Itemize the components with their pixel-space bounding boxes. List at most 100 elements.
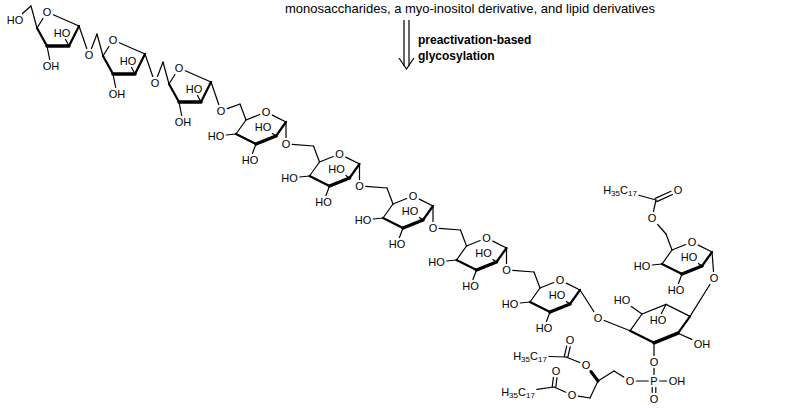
bond [66, 40, 70, 47]
bond [590, 381, 598, 398]
atom-label: OH [109, 89, 126, 100]
bond [660, 380, 667, 381]
bond [662, 250, 672, 264]
atom-label: HO [328, 164, 345, 175]
bond [198, 96, 202, 103]
atom-label: H35C17 [513, 351, 547, 362]
wedge-bond [103, 56, 113, 74]
atom-label: OH [43, 61, 60, 72]
bond [534, 272, 540, 288]
atom-label: O [151, 78, 160, 89]
wedge-bond [403, 220, 423, 228]
wedge-bond [169, 84, 179, 102]
atom-label: O [650, 357, 659, 368]
atom-label: OH [694, 339, 711, 350]
wedge-bond [702, 252, 712, 266]
atom-label: O [109, 35, 118, 46]
bond [546, 312, 550, 322]
atom-label: O [650, 394, 659, 405]
bond [97, 34, 103, 56]
atom-label: O [429, 223, 438, 234]
wedge-bond [310, 176, 330, 186]
wedge-bond [497, 248, 507, 262]
double-bond [556, 378, 557, 388]
bond [320, 157, 334, 162]
arrow-head [399, 58, 414, 69]
bond [145, 54, 153, 77]
bond [698, 245, 712, 252]
bond [672, 245, 686, 250]
reaction-condition: preactivation-based glycosylation [418, 32, 568, 64]
bond [399, 228, 403, 238]
atom-label: HO [255, 122, 272, 133]
atom-label: O [566, 335, 575, 346]
arrow-shaft [408, 20, 409, 66]
bond [157, 62, 163, 77]
bond [292, 144, 313, 146]
atom-label: HO [242, 155, 259, 166]
bond [272, 115, 286, 122]
bond [580, 290, 594, 312]
heading: monosaccharides, a myo-inositol derivati… [250, 2, 690, 15]
atom-label: HO [7, 15, 24, 26]
reaction-arrow [399, 20, 414, 69]
atom-label: O [648, 213, 657, 224]
atom-label: HO [614, 295, 631, 306]
bond [678, 274, 682, 284]
wedge-bond [69, 26, 79, 46]
bond [300, 175, 310, 177]
bond [373, 217, 383, 219]
bond [132, 68, 136, 75]
atom-label: HO [428, 257, 445, 268]
atom-label: O [582, 360, 591, 371]
atom-label: O [85, 50, 94, 61]
wedge-bond [179, 100, 201, 104]
bond [712, 252, 714, 272]
double-bond [552, 377, 553, 387]
atom-label: O [217, 106, 226, 117]
bond [383, 204, 393, 218]
atom-label: HO [186, 84, 203, 95]
bond [359, 164, 360, 180]
atom-label: O [710, 273, 719, 284]
bond [530, 288, 540, 302]
atom-label: O [568, 390, 577, 401]
wedge-bond [530, 302, 550, 312]
bond [387, 188, 393, 204]
bond [252, 144, 256, 154]
bond [103, 47, 109, 57]
wedge-bond [383, 218, 403, 228]
bond [31, 6, 37, 28]
atom-label: O [626, 376, 635, 387]
wedge-bond [236, 134, 256, 144]
atom-label: HO [634, 261, 651, 272]
bond [432, 206, 433, 222]
bond [652, 263, 662, 265]
bond [520, 301, 530, 303]
bond [537, 387, 554, 389]
wedge-bond [276, 122, 286, 136]
bond [578, 396, 590, 398]
bond [549, 356, 566, 358]
bond [169, 75, 175, 85]
bond [91, 34, 97, 49]
wedge-bond [662, 264, 682, 274]
bond [419, 199, 433, 206]
bond [614, 371, 624, 377]
bond [566, 302, 570, 305]
atom-label: HO [281, 173, 298, 184]
bond [53, 15, 79, 26]
bond [211, 82, 219, 105]
atom-label: O [355, 181, 364, 192]
bond [163, 62, 169, 84]
atom-label: O [262, 107, 271, 118]
bond [653, 200, 656, 212]
bond [246, 115, 260, 120]
wedge-bond [570, 290, 580, 304]
atom-label: HO [315, 197, 332, 208]
bond [513, 270, 534, 272]
atom-label: H35C17 [501, 387, 535, 398]
atom-label: O [594, 313, 603, 324]
bond [642, 304, 666, 314]
bond [79, 26, 87, 49]
